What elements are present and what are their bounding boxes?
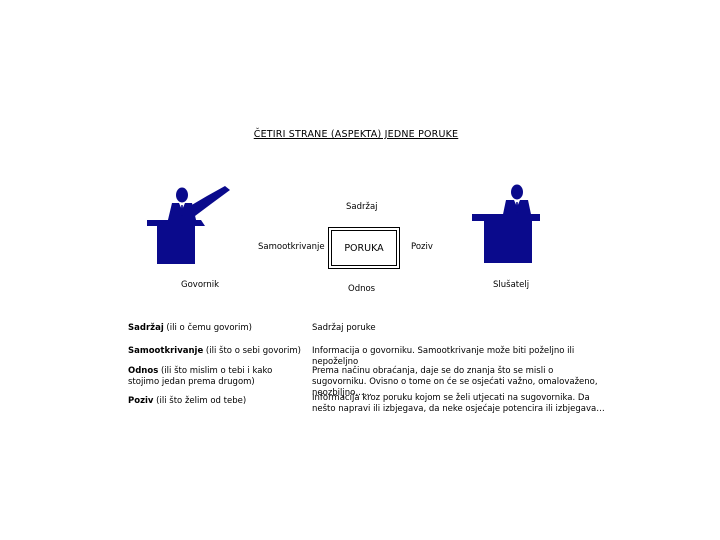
message-label: PORUKA — [344, 242, 384, 254]
row-desc-appeal: Informacija kroz poruku kojom se želi ut… — [312, 393, 605, 414]
speaker-figure-icon — [147, 186, 230, 264]
row-desc-relationship: Prema načinu obraćanja, daje se do znanj… — [312, 366, 598, 398]
listener-figure-icon — [472, 184, 540, 263]
row-term-content: Sadržaj (ili o čemu govorim) — [128, 323, 252, 333]
self-revelation-label: Samootkrivanje — [258, 242, 325, 252]
row-term-self-revelation: Samootkrivanje (ili što o sebi govorim) — [128, 346, 302, 356]
row-term-relationship: Odnos (ili što mislim o tebi i kako stoj… — [128, 366, 273, 387]
row-desc-self-revelation: Informacija o govorniku. Samootkrivanje … — [312, 346, 575, 367]
content-label: Sadržaj — [346, 202, 378, 212]
row-desc-content: Sadržaj poruke — [312, 323, 376, 333]
listener-label: Slušatelj — [493, 280, 530, 290]
relationship-label: Odnos — [348, 284, 376, 294]
message-box: PORUKA — [329, 228, 399, 268]
appeal-label: Poziv — [411, 242, 433, 252]
page-title: ČETIRI STRANE (ASPEKTA) JEDNE PORUKE — [253, 129, 459, 140]
row-term-appeal: Poziv (ili što želim od tebe) — [128, 396, 247, 406]
speaker-label: Govornik — [181, 280, 220, 290]
